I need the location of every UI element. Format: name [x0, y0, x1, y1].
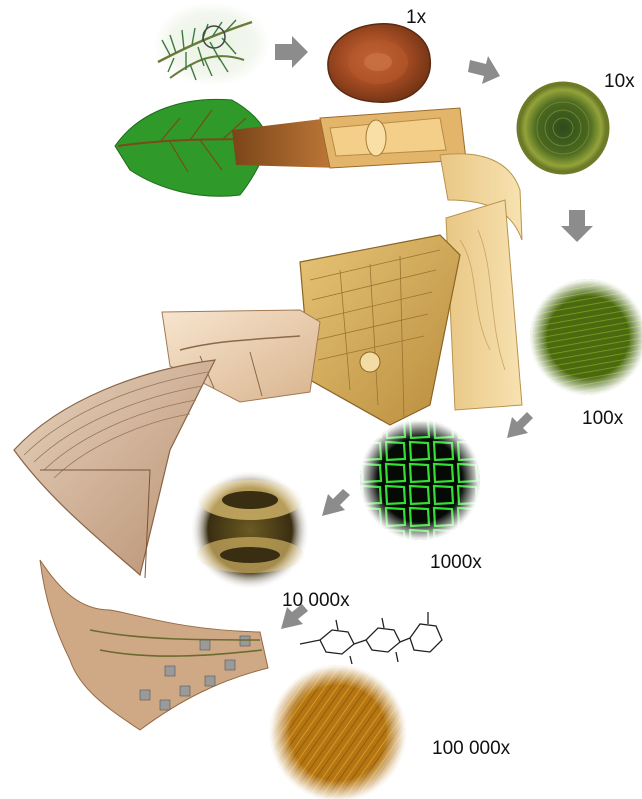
micrograph-10x-image [518, 83, 608, 173]
magnification-label-100000x: 100 000x [432, 739, 510, 758]
micrograph-100x-image [530, 279, 642, 395]
magnification-label-10x: 10x [604, 72, 635, 91]
arrow-branch-to-1x [275, 36, 308, 68]
arrow-10x-to-100x [561, 210, 593, 242]
magnification-label-1x: 1x [406, 8, 426, 27]
micrograph-1000x-image [360, 420, 480, 540]
arrow-1x-to-10x [468, 56, 500, 84]
magnification-label-1000x: 1000x [430, 553, 482, 572]
micrograph-10000x-image [190, 470, 310, 590]
micrograph-100000x-image [270, 665, 406, 799]
arrow-100x-to-1000x [507, 412, 533, 438]
wood-structure-illustration [14, 99, 522, 730]
stem-disc-1x-image [328, 24, 430, 102]
arrow-1000x-to-10000x [322, 489, 350, 516]
magnification-label-10000x: 10 000x [282, 591, 350, 610]
pine-branch-image [154, 2, 270, 86]
wood-board [446, 200, 522, 410]
cell-wall-layers [14, 360, 215, 575]
cellulose-molecule [300, 612, 442, 664]
magnification-label-100x: 100x [582, 409, 623, 428]
